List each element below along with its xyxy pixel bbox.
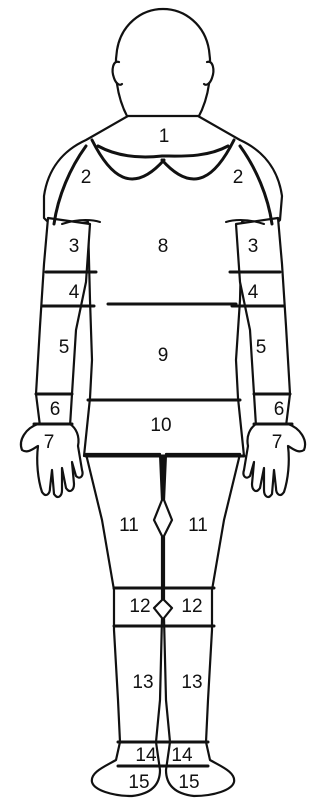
region-3-right-label: 3 — [248, 236, 259, 257]
region-15-left-label: 15 — [128, 772, 149, 793]
region-7-left-label: 7 — [44, 432, 55, 453]
region-12-left-label: 12 — [129, 596, 150, 617]
region-4-left-label: 4 — [69, 282, 80, 303]
region-14-left-label: 14 — [135, 745, 157, 766]
region-14-right-label: 14 — [171, 745, 193, 766]
region-5-left-label: 5 — [59, 337, 70, 358]
region-6-right-label: 6 — [274, 399, 285, 420]
region-2-right-label: 2 — [233, 167, 244, 188]
region-13-right-label: 13 — [181, 672, 202, 693]
region-4-right-label: 4 — [248, 282, 259, 303]
right-arm — [236, 218, 305, 497]
region-3-left-label: 3 — [69, 236, 80, 257]
region-6-left-label: 6 — [50, 399, 61, 420]
region-15-right-label: 15 — [178, 772, 199, 793]
head — [113, 9, 214, 118]
region-7-right-label: 7 — [272, 432, 283, 453]
region-12-right-label: 12 — [181, 596, 202, 617]
region-13-left-label: 13 — [132, 672, 153, 693]
region-10-label: 10 — [150, 415, 171, 436]
region-9-label: 9 — [158, 345, 169, 366]
left-arm — [21, 218, 90, 497]
region-8-label: 8 — [158, 236, 169, 257]
region-5-right-label: 5 — [256, 337, 267, 358]
region-11-left-label: 11 — [119, 515, 139, 536]
region-2-left-label: 2 — [81, 167, 92, 188]
region-1-label: 1 — [159, 126, 170, 147]
region-11-right-label: 11 — [188, 515, 208, 536]
